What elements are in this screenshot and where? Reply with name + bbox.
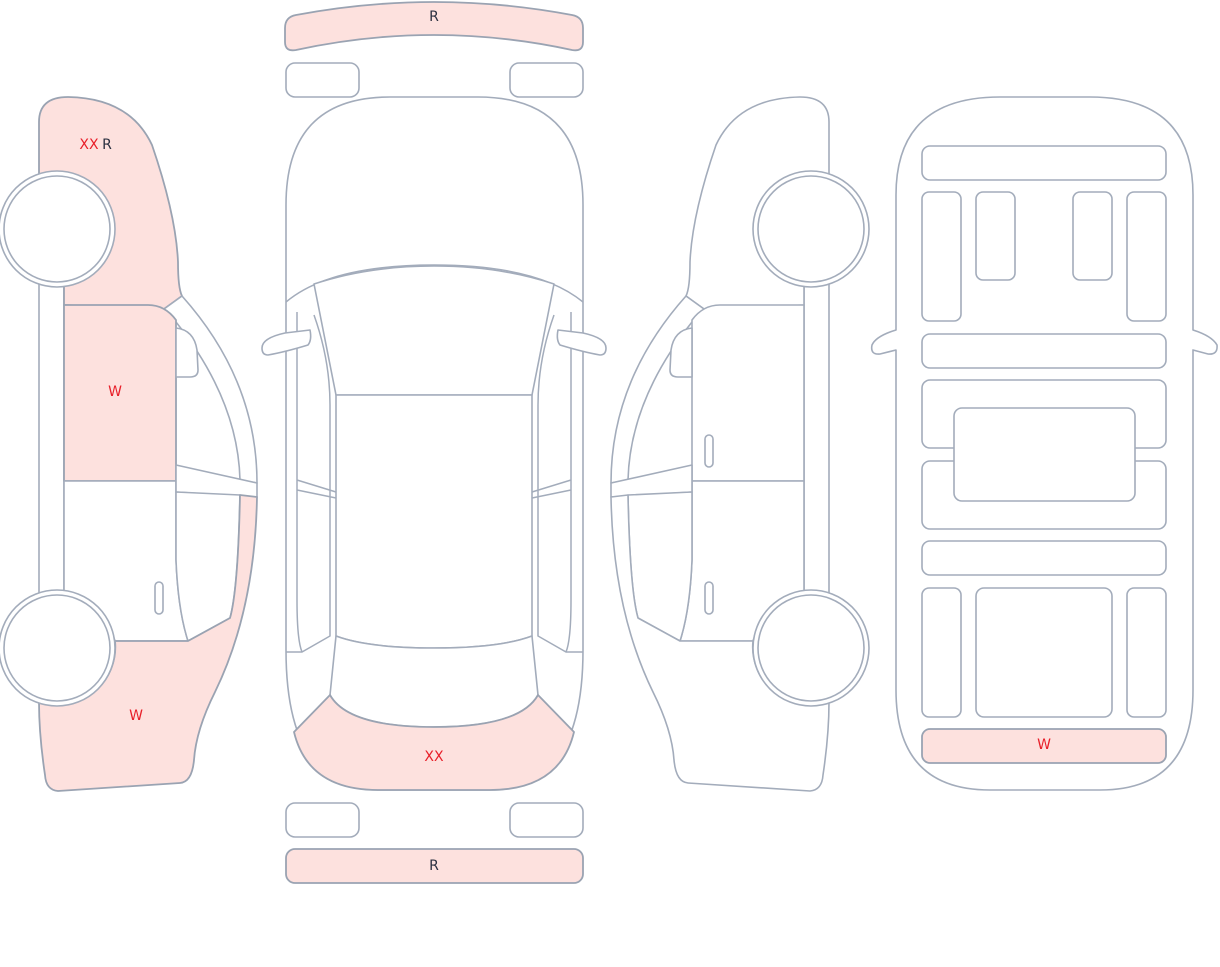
underside-panel[interactable] (921, 540, 1167, 576)
left-side-windows (286, 312, 337, 653)
rear-bumper[interactable] (285, 848, 584, 884)
mirror[interactable] (175, 327, 199, 378)
roof[interactable] (335, 394, 533, 649)
trunk[interactable] (293, 694, 575, 791)
damage-code: XX (79, 137, 99, 153)
underside-panel[interactable] (1126, 587, 1167, 718)
repair-code: R (429, 9, 439, 25)
underside-panel[interactable] (1072, 191, 1113, 281)
mirror-right[interactable] (556, 329, 607, 356)
underside-rear-panel[interactable] (921, 728, 1167, 764)
front-wheel[interactable] (3, 175, 111, 283)
front-door[interactable] (691, 304, 805, 482)
top-view: R XX R (261, 1, 607, 884)
underside-panel[interactable] (975, 587, 1113, 718)
underside-panel[interactable] (921, 333, 1167, 369)
damage-code: W (129, 708, 143, 724)
right-side-view (610, 96, 870, 792)
rear-wheel[interactable] (757, 594, 865, 702)
damage-code: XX (424, 749, 444, 765)
rocker-strip[interactable] (803, 279, 830, 601)
damage-code: W (1037, 737, 1051, 753)
rear-window[interactable] (329, 635, 539, 728)
underside-panel[interactable] (921, 145, 1167, 181)
underside-center-panel[interactable] (953, 407, 1136, 502)
front-door[interactable] (63, 304, 177, 482)
door-handle[interactable] (704, 581, 714, 615)
underside-panel[interactable] (1126, 191, 1167, 322)
underside-panel[interactable] (921, 191, 962, 322)
underside-panel[interactable] (921, 587, 962, 718)
right-side-windows (531, 312, 583, 653)
taillight-right[interactable] (509, 802, 584, 838)
rear-wheel[interactable] (3, 594, 111, 702)
repair-code: R (429, 858, 439, 874)
front-bumper[interactable] (284, 1, 584, 52)
door-handle[interactable] (704, 434, 714, 468)
underside-view: W (870, 96, 1218, 791)
a-pillar-outer[interactable] (163, 295, 258, 484)
headlight-right[interactable] (509, 62, 584, 98)
mirror[interactable] (669, 327, 693, 378)
windshield[interactable] (313, 265, 555, 396)
underside-panel[interactable] (975, 191, 1016, 281)
repair-code: R (102, 137, 112, 153)
damage-code: W (108, 384, 122, 400)
left-side-view: XX R W W (0, 96, 258, 792)
headlight-left[interactable] (285, 62, 360, 98)
mirror-left[interactable] (261, 329, 312, 356)
door-handle[interactable] (154, 581, 164, 615)
taillight-left[interactable] (285, 802, 360, 838)
a-pillar-outer[interactable] (610, 295, 705, 484)
rocker-strip[interactable] (38, 279, 65, 601)
front-wheel[interactable] (757, 175, 865, 283)
